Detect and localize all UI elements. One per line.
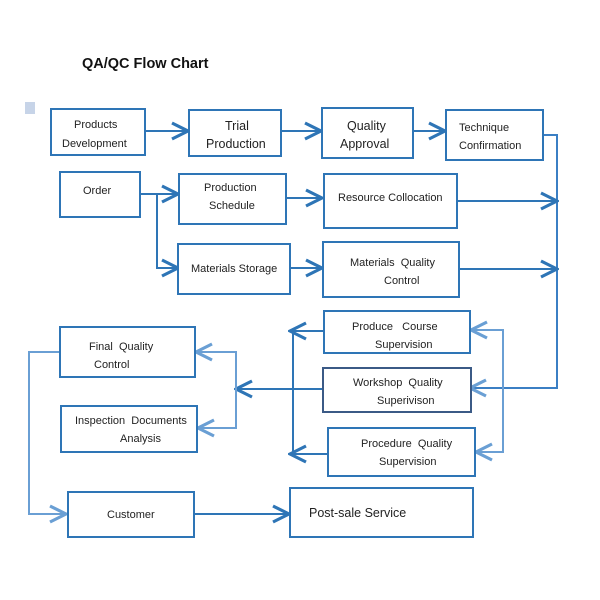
node-technique-confirmation[interactable]: Technique Confirmation [445, 109, 544, 161]
node-materials-storage[interactable]: Materials Storage [177, 243, 291, 295]
node-products-development[interactable]: Products Development [50, 108, 146, 156]
paste-options-icon[interactable] [25, 102, 35, 114]
node-customer[interactable]: Customer [67, 491, 195, 538]
node-materials-quality-control[interactable]: Materials Quality Control [322, 241, 460, 298]
line-technique-right [470, 134, 558, 388]
node-final-quality-control[interactable]: Final Quality Control [59, 326, 196, 378]
chart-title: QA/QC Flow Chart [82, 56, 209, 72]
arrow-bus-procedure [476, 389, 504, 452]
arrow-to-final [196, 352, 237, 389]
node-resource-collocation[interactable]: Resource Collocation [323, 173, 458, 229]
node-produce-course-supervision[interactable]: Produce Course Supervision [323, 310, 471, 354]
node-production-schedule[interactable]: Production Schedule [178, 173, 287, 225]
node-procedure-quality-supervision[interactable]: Procedure Quality Supervision [327, 427, 476, 477]
arrow-final-customer [28, 351, 66, 514]
node-post-sale-service[interactable]: Post-sale Service [289, 487, 474, 538]
arrow-bus-produce [471, 330, 504, 389]
node-order[interactable]: Order [59, 171, 141, 218]
node-workshop-quality-supervision[interactable]: Workshop Quality Superivison [322, 367, 472, 413]
arrow-order-storage [156, 194, 178, 268]
node-inspection-documents-analysis[interactable]: Inspection Documents Analysis [60, 405, 198, 453]
arrow-to-inspection [198, 389, 237, 428]
node-trial-production[interactable]: Trial Production [188, 109, 282, 157]
node-quality-approval[interactable]: Quality Approval [321, 107, 414, 159]
